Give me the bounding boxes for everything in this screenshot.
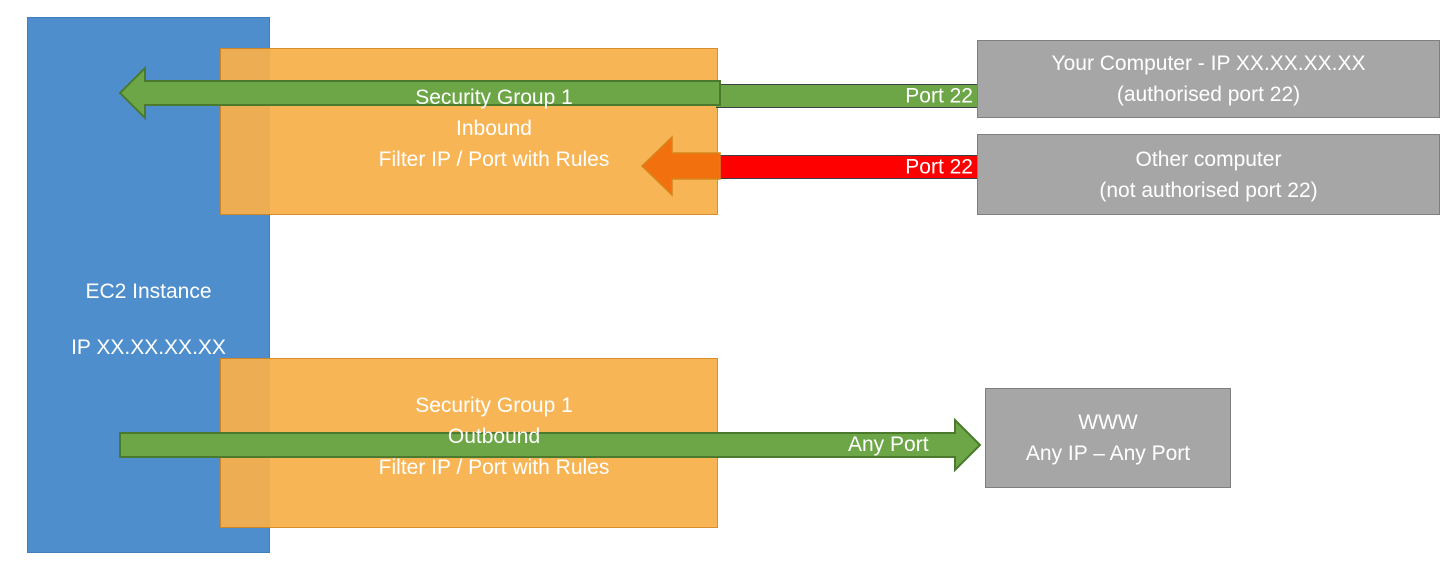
your-computer-subtitle: (authorised port 22)	[1116, 83, 1301, 106]
blocked-inbound-arrow-icon	[640, 135, 721, 197]
allowed-outbound-arrow-icon	[119, 417, 982, 473]
any-port-label: Any Port	[848, 433, 929, 456]
other-computer-subtitle: (not authorised port 22)	[1099, 178, 1318, 202]
ec2-instance-ip: IP XX.XX.XX.XX	[71, 336, 226, 359]
security-group-inbound-box	[220, 48, 718, 215]
your-computer-title: Your Computer - IP XX.XX.XX.XX	[1051, 52, 1366, 75]
ec2-instance-label: EC2 Instance IP XX.XX.XX.XX	[27, 250, 270, 390]
blocked-port22-connector: Port 22	[716, 155, 979, 179]
allowed-inbound-arrow-icon	[118, 65, 721, 121]
www-title: WWW	[1078, 411, 1138, 434]
external-node-www: WWW Any IP – Any Port	[985, 388, 1231, 488]
ec2-instance-name: EC2 Instance	[85, 280, 212, 303]
other-computer-title: Other computer	[1135, 147, 1282, 171]
external-node-other-computer: Other computer (not authorised port 22)	[977, 134, 1440, 215]
allowed-port22-label: Port 22	[905, 84, 973, 108]
www-subtitle: Any IP – Any Port	[1025, 442, 1191, 465]
allowed-port22-connector: Port 22	[716, 84, 979, 108]
blocked-port22-label: Port 22	[905, 155, 973, 179]
external-node-your-computer: Your Computer - IP XX.XX.XX.XX (authoris…	[977, 40, 1440, 118]
